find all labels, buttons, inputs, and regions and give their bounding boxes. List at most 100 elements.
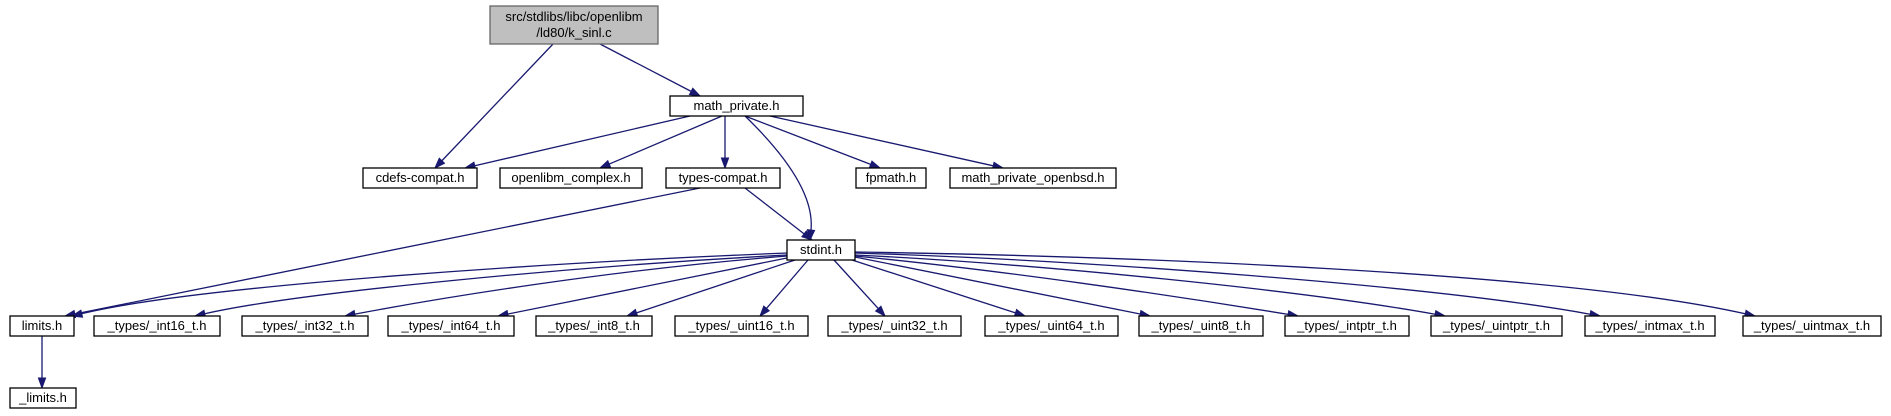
node-cdefs-compat[interactable]: cdefs-compat.h bbox=[362, 167, 478, 189]
node-math-private-openbsd[interactable]: math_private_openbsd.h bbox=[949, 167, 1117, 189]
node-box bbox=[949, 167, 1117, 189]
node-box bbox=[984, 315, 1119, 337]
node-label: _types/_intptr_t.h bbox=[1296, 318, 1397, 333]
node-root[interactable]: src/stdlibs/libc/openlibm/ld80/k_sinl.c bbox=[489, 5, 659, 45]
node-box bbox=[1584, 315, 1716, 337]
node-box bbox=[1742, 315, 1882, 337]
node-label: _types/_uint8_t.h bbox=[1150, 318, 1250, 333]
node-label: math_private_openbsd.h bbox=[961, 170, 1104, 185]
edge-stdint-to-uint8 bbox=[854, 256, 1141, 315]
node-box bbox=[362, 167, 478, 189]
node-uintptr[interactable]: _types/_uintptr_t.h bbox=[1430, 315, 1563, 337]
node-label: cdefs-compat.h bbox=[376, 170, 465, 185]
node-box bbox=[535, 315, 653, 337]
node-label: _types/_uint64_t.h bbox=[997, 318, 1104, 333]
node-box bbox=[827, 315, 962, 337]
edge-stdint-to-uint16 bbox=[766, 259, 809, 309]
node-stdint[interactable]: stdint.h bbox=[786, 239, 856, 261]
nodes-layer: src/stdlibs/libc/openlibm/ld80/k_sinl.cm… bbox=[9, 5, 1882, 409]
node-label: _limits.h bbox=[18, 390, 67, 405]
node-int16[interactable]: _types/_int16_t.h bbox=[93, 315, 221, 337]
node-label: _types/_int8_t.h bbox=[547, 318, 640, 333]
node-int8[interactable]: _types/_int8_t.h bbox=[535, 315, 653, 337]
edge-stdint-to-intptr bbox=[854, 255, 1289, 316]
edge-types-compat-to-limits bbox=[74, 187, 701, 315]
node-openlibm-complex[interactable]: openlibm_complex.h bbox=[499, 167, 643, 189]
node-box bbox=[786, 239, 856, 261]
node-intptr[interactable]: _types/_intptr_t.h bbox=[1284, 315, 1410, 337]
node-label: types-compat.h bbox=[679, 170, 768, 185]
node-label: _types/_int32_t.h bbox=[254, 318, 354, 333]
node-label: fpmath.h bbox=[866, 170, 917, 185]
node-box bbox=[387, 315, 515, 337]
node-box bbox=[669, 95, 804, 117]
node-label: stdint.h bbox=[800, 242, 842, 257]
edge-stdint-to-uint32 bbox=[833, 259, 879, 310]
arrowhead-fpmath bbox=[868, 160, 882, 169]
node-box bbox=[489, 5, 659, 45]
edge-root-to-math-private bbox=[599, 43, 692, 92]
arrowhead-uint64 bbox=[1013, 308, 1027, 317]
node-label: limits.h bbox=[22, 318, 62, 333]
node-label: _types/_intmax_t.h bbox=[1594, 318, 1704, 333]
node-label: math_private.h bbox=[694, 98, 780, 113]
node-box bbox=[499, 167, 643, 189]
node-box bbox=[1430, 315, 1563, 337]
edge-stdint-to-uint64 bbox=[851, 259, 1016, 314]
arrowhead--limits bbox=[37, 377, 47, 390]
arrowhead-uint16 bbox=[759, 305, 771, 318]
node--limits[interactable]: _limits.h bbox=[9, 387, 77, 409]
node-math-private[interactable]: math_private.h bbox=[669, 95, 804, 117]
node-uintmax[interactable]: _types/_uintmax_t.h bbox=[1742, 315, 1882, 337]
node-box bbox=[674, 315, 809, 337]
edge-stdint-to-uintptr bbox=[854, 254, 1436, 315]
node-box bbox=[9, 387, 77, 409]
node-label: /ld80/k_sinl.c bbox=[536, 25, 612, 40]
node-uint32[interactable]: _types/_uint32_t.h bbox=[827, 315, 962, 337]
node-label: _types/_int64_t.h bbox=[400, 318, 500, 333]
node-label: _types/_uint16_t.h bbox=[687, 318, 794, 333]
node-uint64[interactable]: _types/_uint64_t.h bbox=[984, 315, 1119, 337]
node-label: _types/_uint32_t.h bbox=[840, 318, 947, 333]
arrowhead-cdefs-compat bbox=[433, 157, 446, 170]
node-box bbox=[93, 315, 221, 337]
node-uint8[interactable]: _types/_uint8_t.h bbox=[1138, 315, 1264, 337]
node-label: src/stdlibs/libc/openlibm bbox=[505, 9, 642, 24]
node-label: openlibm_complex.h bbox=[511, 170, 630, 185]
node-int64[interactable]: _types/_int64_t.h bbox=[387, 315, 515, 337]
arrowhead-int8 bbox=[625, 308, 639, 317]
node-box bbox=[665, 167, 781, 189]
node-limits[interactable]: limits.h bbox=[9, 315, 75, 337]
arrowhead-stdint bbox=[801, 230, 814, 241]
edge-stdint-to-int16 bbox=[204, 254, 788, 315]
node-box bbox=[9, 315, 75, 337]
edge-math-private-to-stdint bbox=[744, 115, 812, 231]
node-fpmath[interactable]: fpmath.h bbox=[855, 167, 927, 189]
arrowhead-math-private bbox=[688, 87, 702, 97]
edge-stdint-to-limits bbox=[81, 252, 788, 315]
node-label: _types/_int16_t.h bbox=[106, 318, 206, 333]
edge-math-private-to-fpmath bbox=[744, 115, 871, 166]
edge-stdint-to-intmax bbox=[854, 252, 1591, 315]
edge-types-compat-to-stdint bbox=[744, 187, 805, 235]
edge-root-to-cdefs-compat bbox=[441, 43, 554, 162]
node-box bbox=[855, 167, 927, 189]
node-int32[interactable]: _types/_int32_t.h bbox=[241, 315, 369, 337]
node-uint16[interactable]: _types/_uint16_t.h bbox=[674, 315, 809, 337]
node-box bbox=[1284, 315, 1410, 337]
edge-stdint-to-int64 bbox=[507, 257, 788, 315]
arrowhead-openlibm-complex bbox=[598, 159, 612, 169]
edge-stdint-to-int8 bbox=[636, 259, 796, 314]
node-box bbox=[241, 315, 369, 337]
arrowhead-types-compat bbox=[720, 157, 730, 170]
node-intmax[interactable]: _types/_intmax_t.h bbox=[1584, 315, 1716, 337]
node-label: _types/_uintptr_t.h bbox=[1442, 318, 1550, 333]
arrowhead-uint32 bbox=[874, 305, 886, 318]
node-box bbox=[1138, 315, 1264, 337]
edge-stdint-to-int32 bbox=[354, 255, 788, 315]
edge-math-private-to-math-private-openbsd bbox=[769, 115, 994, 167]
edge-stdint-to-uintmax bbox=[854, 251, 1746, 315]
node-label: _types/_uintmax_t.h bbox=[1753, 318, 1870, 333]
node-types-compat[interactable]: types-compat.h bbox=[665, 167, 781, 189]
